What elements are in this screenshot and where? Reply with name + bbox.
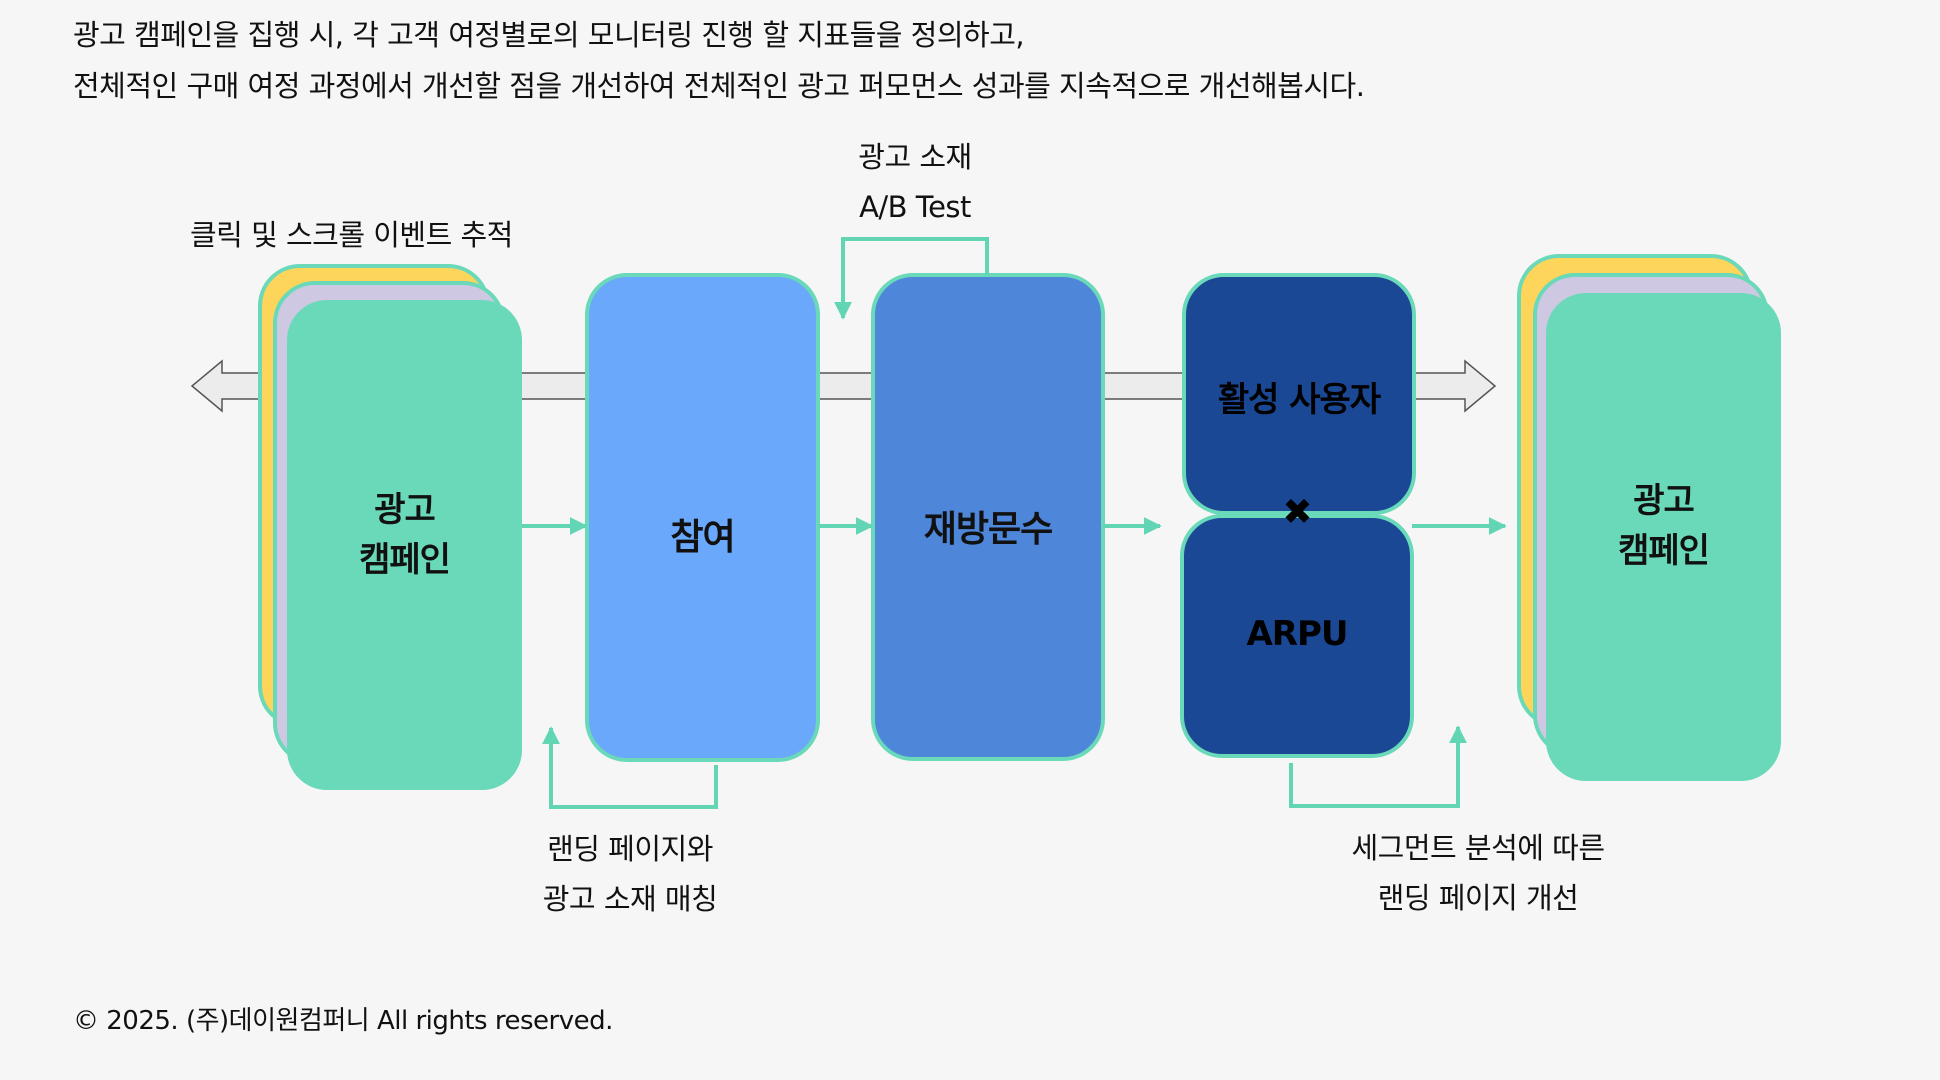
label-click-scroll-tracking: 클릭 및 스크롤 이벤트 추적: [190, 218, 513, 252]
active-users-box: [1182, 273, 1416, 515]
label-creative-ab-test: 광고 소재 A/B Test: [800, 132, 1030, 232]
label-landing-line-1: 랜딩 페이지와: [547, 832, 713, 866]
campaign-right-label: 광고 캠페인: [1546, 476, 1781, 576]
campaign-left-line-1: 광고: [374, 490, 436, 530]
label-creative-line-1: 광고 소재: [858, 140, 972, 174]
campaign-stack-left: [258, 264, 522, 790]
stack-card-front: [287, 300, 522, 790]
engagement-label: 참여: [670, 517, 735, 558]
label-segment-line-1: 세그먼트 분석에 따른: [1351, 831, 1605, 865]
arpu-box: [1180, 514, 1414, 758]
campaign-right-line-2: 캠페인: [1618, 531, 1710, 571]
label-landing-line-2: 광고 소재 매칭: [542, 882, 718, 916]
loop-creative-ab-test: [834, 237, 989, 320]
intro-line-1: 광고 캠페인을 집행 시, 각 고객 여정별로의 모니터링 진행 할 지표들을 …: [73, 18, 1025, 52]
loop-landing-match: [542, 726, 718, 809]
label-segment-line-2: 랜딩 페이지 개선: [1377, 881, 1579, 915]
campaign-right-line-1: 광고: [1633, 481, 1695, 521]
multiply-icon: ✖: [1282, 492, 1312, 533]
active-users-label: 활성 사용자: [1217, 380, 1381, 420]
label-landing-match: 랜딩 페이지와 광고 소재 매칭: [500, 824, 760, 924]
label-creative-line-2: A/B Test: [859, 190, 971, 224]
intro-line-2: 전체적인 구매 여정 과정에서 개선할 점을 개선하여 전체적인 광고 퍼모먼스…: [73, 69, 1365, 103]
campaign-left-line-2: 캠페인: [359, 540, 451, 580]
loop-segment-analysis: [1289, 725, 1467, 808]
arpu-label: ARPU: [1246, 614, 1348, 654]
stack-card-front: [1546, 293, 1781, 781]
campaign-left-label: 광고 캠페인: [287, 485, 522, 585]
copyright-footer: © 2025. (주)데이원컴퍼니 All rights reserved.: [73, 1006, 613, 1036]
label-segment-analysis: 세그먼트 분석에 따른 랜딩 페이지 개선: [1318, 823, 1638, 923]
campaign-stack-right: [1517, 254, 1781, 781]
revisit-label: 재방문수: [923, 509, 1053, 550]
intro-text: 광고 캠페인을 집행 시, 각 고객 여정별로의 모니터링 진행 할 지표들을 …: [73, 10, 1365, 112]
